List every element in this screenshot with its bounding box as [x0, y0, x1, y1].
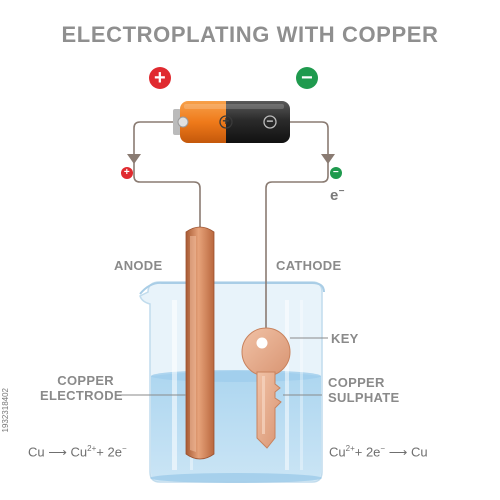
- circuit-wires: [133, 121, 329, 340]
- positive-symbol: +: [154, 67, 166, 89]
- small-positive-symbol: +: [123, 167, 131, 178]
- negative-terminal-icon: [296, 67, 318, 89]
- electron-label: e−: [330, 186, 345, 204]
- beaker: [139, 281, 325, 483]
- key-cathode: [241, 327, 291, 449]
- small-negative-symbol: −: [332, 167, 340, 178]
- copper-sulphate-label: COPPER SULPHATE: [328, 375, 400, 405]
- anode-electrode: [185, 226, 215, 460]
- battery-plus-mark: [219, 115, 233, 129]
- battery-terminal-minus: −: [266, 114, 274, 128]
- small-positive-icon: [121, 167, 133, 179]
- positive-terminal-icon: [149, 67, 171, 89]
- anode-equation: Cu ⟶ Cu2++ 2e−: [28, 444, 127, 460]
- negative-symbol: −: [301, 67, 313, 89]
- battery-minus-mark: [263, 115, 277, 129]
- current-arrows: [127, 154, 335, 164]
- battery-terminal-plus: +: [222, 114, 230, 128]
- cathode-equation: Cu2++ 2e− ⟶ Cu: [329, 444, 428, 460]
- label-leaders: [121, 337, 328, 396]
- diagram-title: ELECTROPLATING WITH COPPER: [61, 22, 439, 47]
- stock-id-watermark: 1932318402: [1, 388, 10, 433]
- cathode-label: CATHODE: [276, 258, 342, 273]
- copper-electrode-label: COPPER ELECTRODE: [40, 373, 123, 403]
- anode-label: ANODE: [114, 258, 163, 273]
- small-negative-icon: [330, 167, 342, 179]
- key-label: KEY: [331, 331, 359, 346]
- battery: [173, 101, 290, 143]
